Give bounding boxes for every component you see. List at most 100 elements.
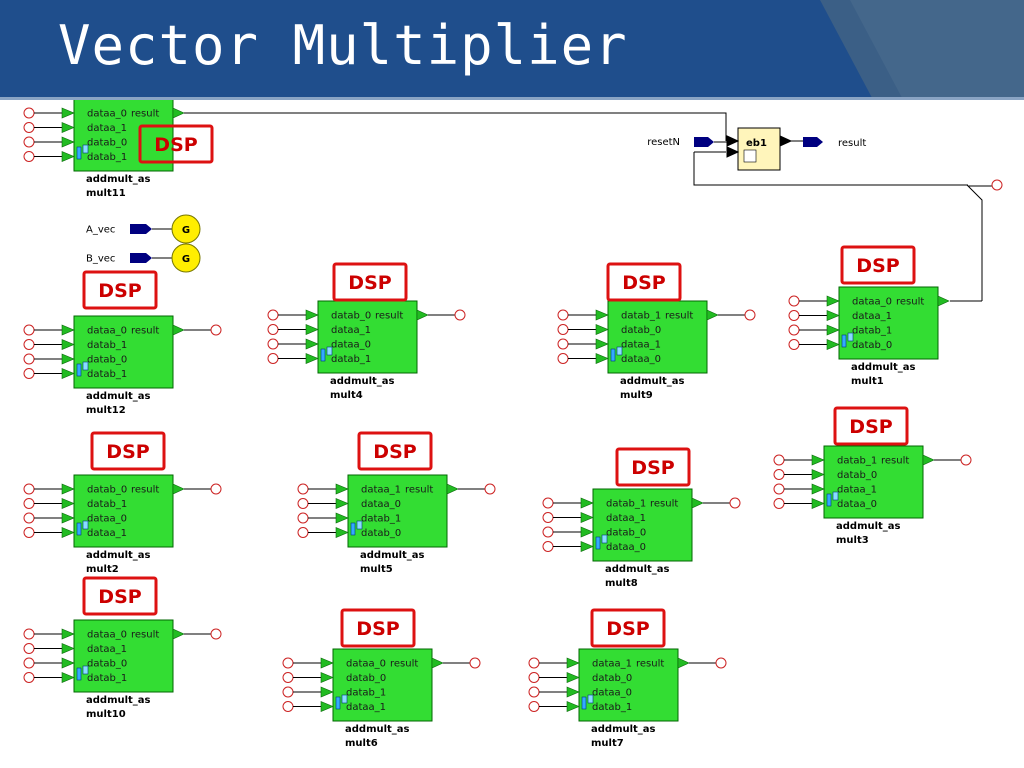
input-terminal[interactable] bbox=[542, 497, 554, 509]
input-terminal[interactable] bbox=[542, 526, 554, 538]
output-terminal[interactable] bbox=[484, 483, 496, 495]
block-body[interactable] bbox=[592, 488, 693, 562]
generator-node[interactable] bbox=[171, 214, 201, 244]
input-terminal[interactable] bbox=[23, 136, 35, 148]
input-terminal[interactable] bbox=[23, 657, 35, 669]
input-terminal[interactable] bbox=[23, 122, 35, 133]
input-terminal[interactable] bbox=[23, 353, 35, 365]
output-terminal[interactable] bbox=[469, 657, 481, 669]
input-terminal[interactable] bbox=[557, 353, 569, 364]
bus-icon bbox=[616, 346, 623, 356]
block-body[interactable] bbox=[578, 648, 679, 722]
output-terminal[interactable] bbox=[991, 179, 1003, 191]
input-terminal[interactable] bbox=[282, 672, 294, 683]
block-body[interactable] bbox=[73, 315, 174, 389]
input-terminal[interactable] bbox=[267, 338, 279, 350]
block-body[interactable] bbox=[607, 300, 708, 374]
input-terminal[interactable] bbox=[282, 657, 294, 669]
input-terminal[interactable] bbox=[788, 310, 800, 321]
input-terminal[interactable] bbox=[528, 672, 540, 683]
input-port-arrow bbox=[811, 483, 825, 495]
input-terminal[interactable] bbox=[788, 295, 800, 307]
block-body[interactable] bbox=[332, 648, 433, 722]
input-terminal[interactable] bbox=[282, 701, 294, 712]
input-terminal[interactable] bbox=[773, 483, 785, 495]
input-terminal[interactable] bbox=[23, 151, 35, 162]
input-terminal[interactable] bbox=[297, 527, 309, 538]
input-terminal[interactable] bbox=[557, 324, 569, 335]
input-terminal[interactable] bbox=[297, 498, 309, 509]
block-body[interactable] bbox=[838, 286, 939, 360]
input-terminal[interactable] bbox=[557, 338, 569, 350]
input-terminal[interactable] bbox=[267, 324, 279, 335]
input-terminal[interactable] bbox=[23, 527, 35, 538]
register-body[interactable] bbox=[737, 127, 781, 171]
block-body[interactable] bbox=[317, 300, 418, 374]
input-terminal[interactable] bbox=[297, 483, 309, 495]
block-body[interactable] bbox=[73, 474, 174, 548]
signal-pin[interactable] bbox=[130, 224, 152, 234]
signal-pin[interactable] bbox=[130, 253, 152, 263]
input-terminal[interactable] bbox=[542, 512, 554, 523]
input-terminal[interactable] bbox=[788, 339, 800, 350]
output-terminal[interactable] bbox=[210, 628, 222, 640]
block-body[interactable] bbox=[73, 100, 174, 172]
block-body[interactable] bbox=[73, 619, 174, 693]
block-body[interactable] bbox=[823, 445, 924, 519]
output-port-arrow bbox=[416, 309, 429, 321]
input-terminal[interactable] bbox=[23, 512, 35, 524]
input-terminal[interactable] bbox=[23, 628, 35, 640]
input-terminal[interactable] bbox=[23, 498, 35, 509]
input-terminal[interactable] bbox=[542, 541, 554, 552]
input-terminal[interactable] bbox=[23, 339, 35, 350]
output-terminal[interactable] bbox=[960, 454, 972, 466]
input-terminal[interactable] bbox=[528, 701, 540, 712]
output-terminal[interactable] bbox=[210, 483, 222, 495]
output-terminal[interactable] bbox=[729, 497, 741, 509]
input-terminal[interactable] bbox=[23, 107, 35, 119]
result-output-pin[interactable] bbox=[803, 137, 823, 147]
input-terminal[interactable] bbox=[557, 309, 569, 321]
input-terminal[interactable] bbox=[297, 512, 309, 524]
input-terminal[interactable] bbox=[773, 454, 785, 466]
output-terminal[interactable] bbox=[454, 309, 466, 321]
block-instance-label: mult11 bbox=[86, 188, 126, 199]
input-terminal[interactable] bbox=[23, 324, 35, 336]
input-terminal[interactable] bbox=[267, 353, 279, 364]
input-terminal[interactable] bbox=[773, 498, 785, 509]
input-terminal[interactable] bbox=[23, 643, 35, 654]
reset-input-pin[interactable] bbox=[694, 137, 714, 147]
input-terminal[interactable] bbox=[23, 672, 35, 683]
input-terminal[interactable] bbox=[267, 309, 279, 321]
generator-node[interactable] bbox=[171, 243, 201, 273]
output-terminal[interactable] bbox=[744, 309, 756, 321]
input-terminal[interactable] bbox=[528, 686, 540, 698]
input-terminal[interactable] bbox=[282, 686, 294, 698]
output-terminal[interactable] bbox=[715, 657, 727, 669]
output-terminal[interactable] bbox=[210, 324, 222, 336]
input-terminal[interactable] bbox=[528, 657, 540, 669]
input-terminal[interactable] bbox=[23, 368, 35, 379]
port-label: datab_1 bbox=[87, 152, 127, 163]
output-wire-mult11 bbox=[184, 112, 727, 141]
block-body[interactable] bbox=[347, 474, 448, 548]
input-terminal[interactable] bbox=[23, 483, 35, 495]
input-terminal[interactable] bbox=[773, 469, 785, 480]
input-terminal[interactable] bbox=[788, 324, 800, 336]
block-type-label: addmult_as bbox=[360, 550, 425, 561]
